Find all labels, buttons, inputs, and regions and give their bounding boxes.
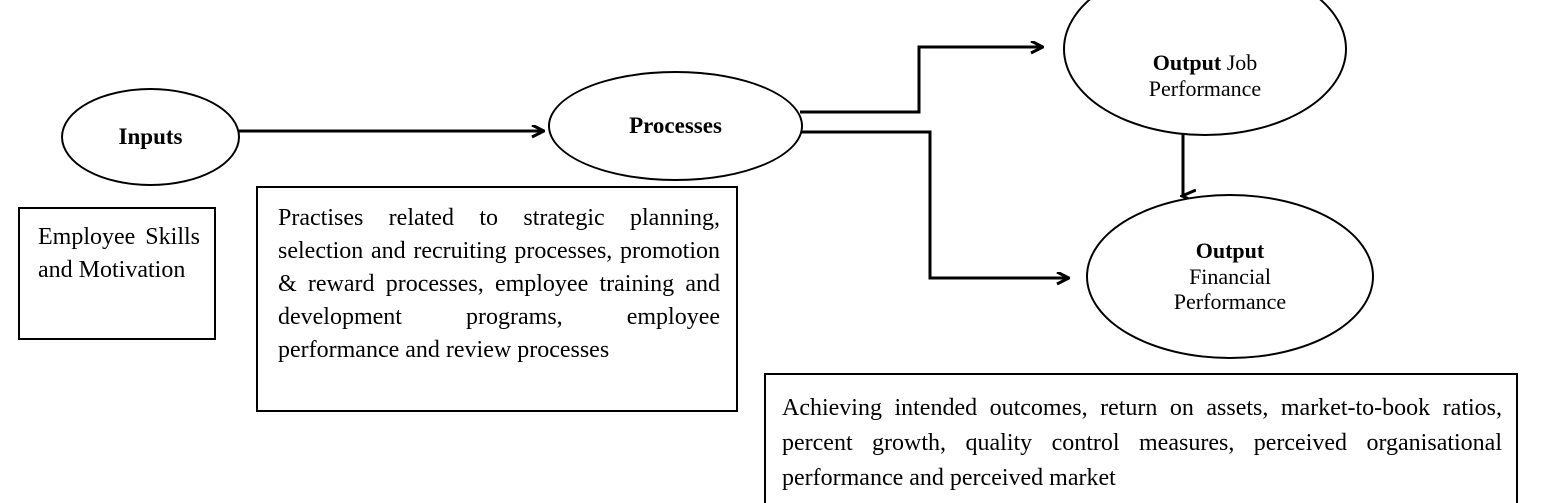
connector-processes-to-output-job [800,47,1042,114]
box-achieving-outcomes[interactable]: Achieving intended outcomes, return on a… [764,373,1518,503]
node-inputs[interactable]: Inputs [61,88,240,186]
node-processes-label: Processes [629,113,722,139]
node-output-financial-line2: Financial [1189,263,1271,289]
node-output-financial-label-bold: Output [1195,237,1265,263]
node-output-job-performance[interactable]: Output Job Performance [1063,0,1347,136]
node-output-financial-performance[interactable]: Output Financial Performance [1086,194,1374,359]
connector-processes-to-output-financial [800,130,1068,278]
box-practises-description[interactable]: Practises related to strategic planning,… [256,186,738,412]
node-output-job-label-rest: Job [1221,50,1258,76]
node-inputs-label: Inputs [118,124,183,150]
node-processes[interactable]: Processes [548,71,803,181]
node-output-job-text: Output Job Performance [1149,50,1261,102]
node-output-job-label-bold: Output [1152,50,1222,76]
box-achieving-outcomes-text: Achieving intended outcomes, return on a… [782,395,1502,491]
box-employee-skills-text: Employee Skills and Motivation [38,224,200,283]
node-output-job-line1: Output Job [1149,50,1261,76]
box-practises-description-text: Practises related to strategic planning,… [278,205,720,363]
box-employee-skills[interactable]: Employee Skills and Motivation [18,207,216,340]
node-output-job-line2: Performance [1148,76,1262,101]
node-output-financial-line3: Performance [1173,289,1287,315]
